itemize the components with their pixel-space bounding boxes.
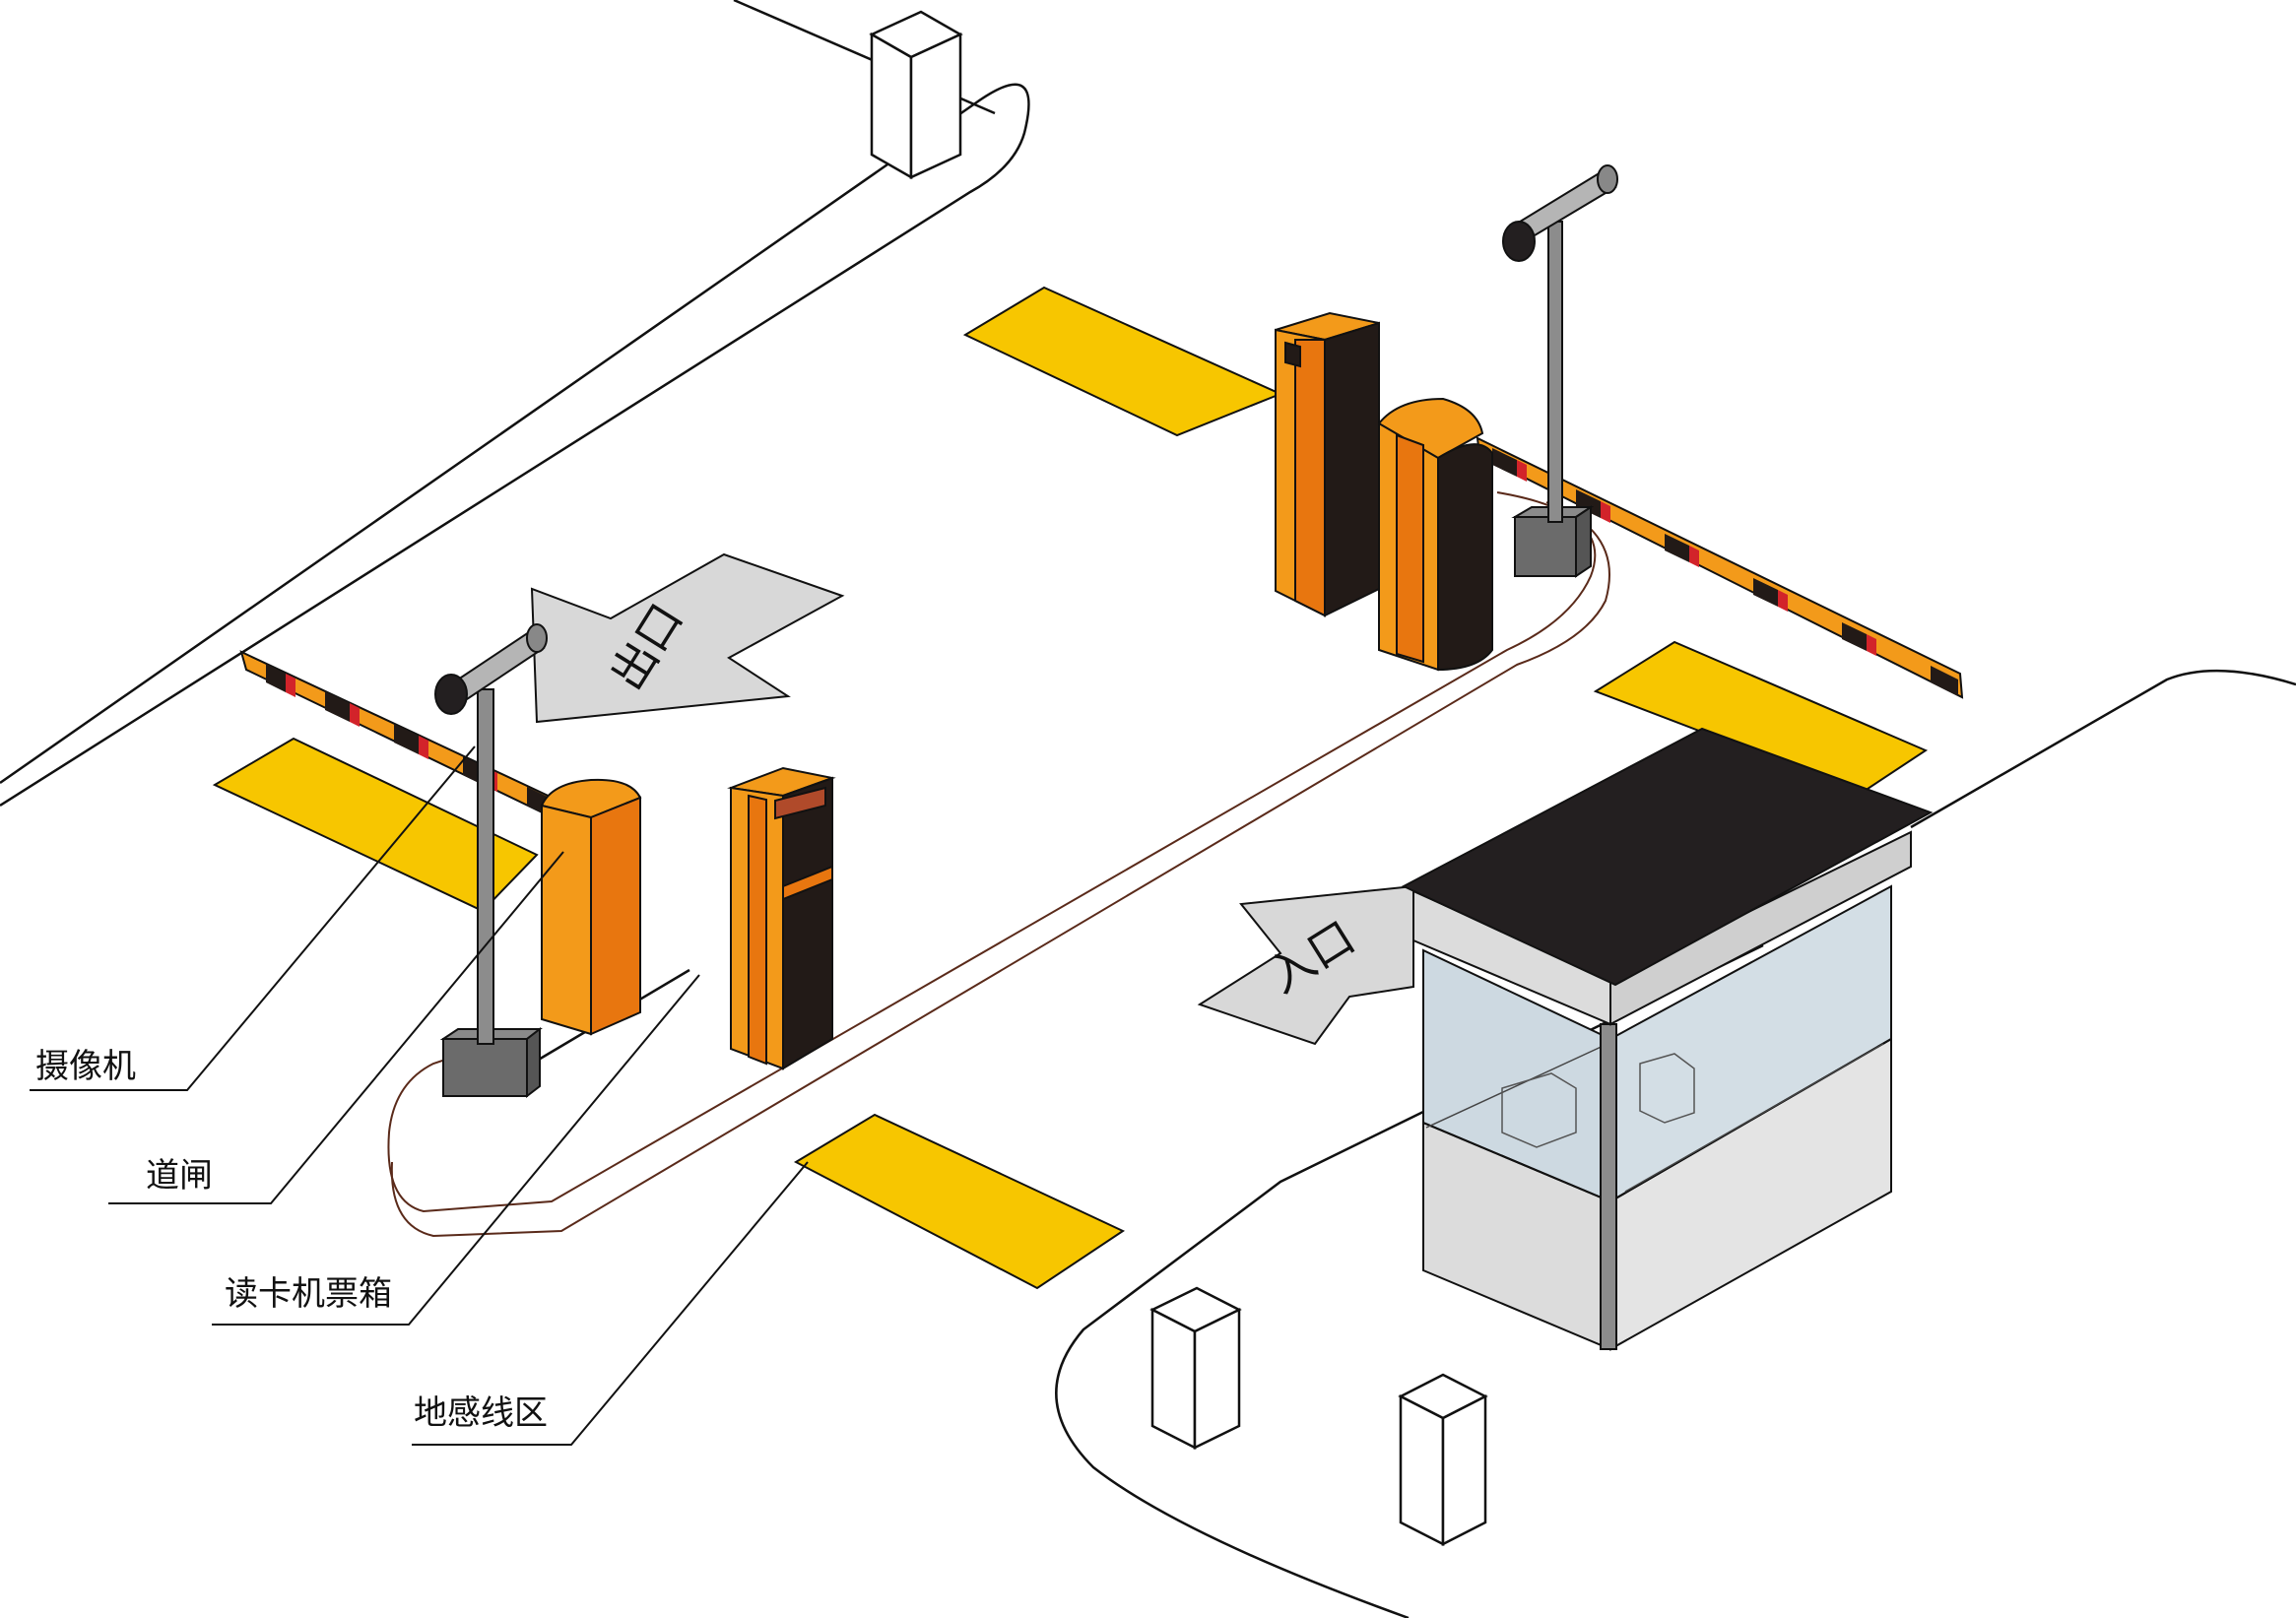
guard-booth — [1401, 727, 1934, 1351]
label-barrier: 道闸 — [146, 1156, 213, 1196]
loop-zone-top — [962, 286, 1283, 437]
card-reader-left-display — [774, 786, 826, 820]
leader-camera — [30, 745, 476, 1091]
label-loop-detector: 地感线区 — [414, 1393, 548, 1433]
camera-left — [434, 623, 548, 1099]
bollard-bottom-right — [1398, 1373, 1488, 1547]
loop-zone-left — [212, 737, 539, 913]
leader-loop — [412, 1161, 809, 1446]
barrier-gate-right — [1378, 397, 1493, 672]
camera-right — [1502, 164, 1618, 578]
leader-barrier — [108, 851, 564, 1204]
card-reader-left — [727, 766, 836, 1070]
leader-card-reader — [212, 974, 700, 1326]
bollard-bottom-left — [1149, 1286, 1242, 1451]
label-card-reader: 读卡机票箱 — [225, 1274, 392, 1314]
label-camera: 摄像机 — [35, 1047, 136, 1086]
camera-right-lens — [1502, 221, 1536, 262]
card-reader-right — [1275, 311, 1380, 617]
loop-zone-bottom — [793, 1113, 1126, 1290]
barrier-gate-left — [540, 778, 642, 1036]
right-arm-stripes — [1492, 448, 1958, 696]
camera-left-lens — [434, 674, 468, 715]
bollard-top — [869, 10, 963, 180]
entry-arrow: 入口 — [1197, 884, 1414, 1046]
exit-arrow: 出口 — [530, 552, 845, 724]
callout-leaders — [30, 745, 809, 1446]
booth-roof — [1401, 727, 1934, 987]
